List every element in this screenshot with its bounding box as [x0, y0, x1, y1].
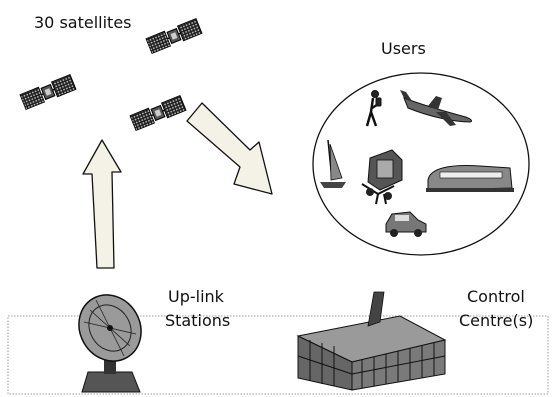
truck-icon	[361, 149, 403, 205]
downlink-arrow	[186, 102, 273, 195]
hiker-icon	[365, 90, 382, 127]
car-icon	[385, 211, 427, 237]
uplink-stations-label-line1: Up-link	[168, 287, 225, 306]
users-circle	[312, 72, 530, 256]
antenna-dish-icon	[78, 294, 142, 393]
uplink-stations-label-line2: Stations	[165, 311, 230, 330]
satellite-icon	[129, 94, 187, 132]
satellites-label: 30 satellites	[34, 13, 132, 32]
building-icon	[296, 291, 447, 391]
control-centre-label-line1: Control	[467, 287, 525, 306]
train-icon	[426, 165, 514, 192]
airplane-icon	[400, 90, 473, 126]
uplink-arrow	[82, 139, 122, 269]
users-label: Users	[381, 39, 426, 58]
satellite-icon	[19, 73, 77, 111]
ground-strip	[7, 315, 549, 395]
control-centre-label-line2: Centre(s)	[459, 311, 533, 330]
sailboat-icon	[320, 139, 346, 188]
satellite-icon	[145, 17, 203, 55]
